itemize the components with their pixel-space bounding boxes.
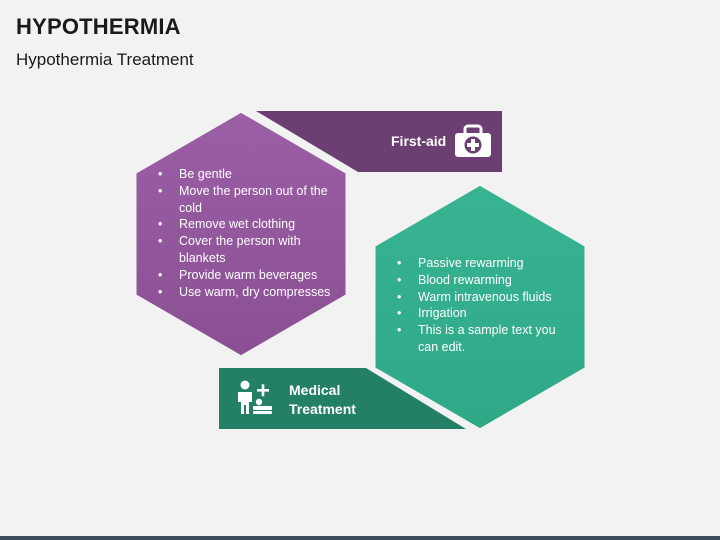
slide-subtitle: Hypothermia Treatment	[16, 50, 194, 69]
doctor-patient-icon	[238, 380, 272, 414]
first-aid-label: First-aid	[391, 133, 447, 149]
list-item: Passive rewarming	[395, 255, 567, 272]
list-item: Cover the person with blankets	[156, 233, 336, 267]
list-item: Provide warm beverages	[156, 267, 336, 284]
first-aid-list: Be gentle Move the person out of the col…	[156, 166, 336, 300]
first-aid-kit-icon	[455, 124, 491, 157]
list-item: Irrigation	[395, 305, 567, 322]
list-item: Be gentle	[156, 166, 336, 183]
medical-treatment-list: Passive rewarming Blood rewarming Warm i…	[395, 255, 567, 356]
medical-treatment-banner	[219, 368, 466, 429]
medical-treatment-label: Medical Treatment	[289, 381, 356, 419]
list-item: Remove wet clothing	[156, 216, 336, 233]
list-item: Move the person out of the cold	[156, 183, 336, 217]
list-item: Use warm, dry compresses	[156, 284, 336, 301]
list-item: Warm intravenous fluids	[395, 289, 567, 306]
first-aid-banner	[256, 111, 502, 172]
medical-label-line2: Treatment	[289, 401, 356, 417]
footer-bar	[0, 536, 720, 540]
list-item: This is a sample text you can edit.	[395, 322, 567, 356]
list-item: Blood rewarming	[395, 272, 567, 289]
medical-label-line1: Medical	[289, 382, 341, 398]
slide-title: HYPOTHERMIA	[16, 14, 181, 39]
